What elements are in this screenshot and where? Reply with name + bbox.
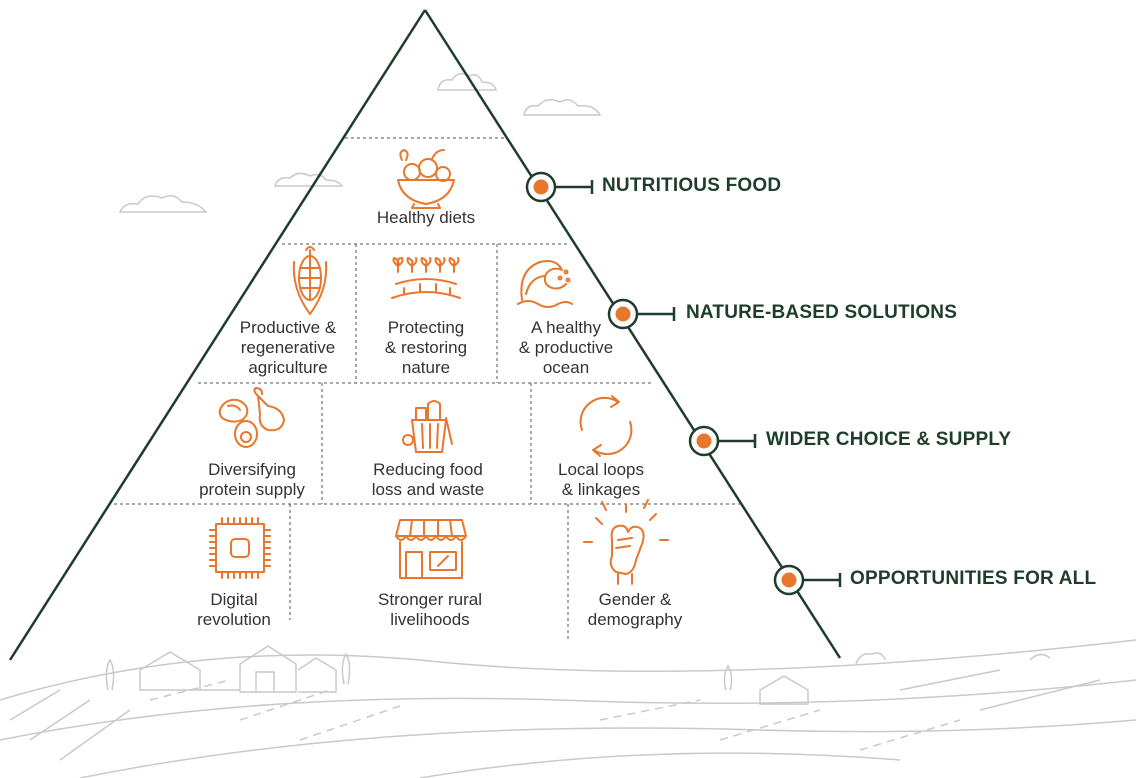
cell-label-line: loss and waste [371, 480, 485, 499]
protein-icon [218, 387, 285, 448]
cell-label-line: & productive [518, 338, 614, 357]
cell-label-line: Digital [210, 590, 258, 609]
storefront-icon [395, 519, 467, 579]
chip-icon [209, 517, 271, 579]
pyramid-grid [114, 137, 744, 640]
cell-label-line: Stronger rural [378, 590, 482, 609]
tier-marker-4 [773, 564, 842, 596]
loop-arrows-icon [579, 395, 633, 457]
tier-label-nature-based-solutions: NATURE-BASED SOLUTIONS [686, 302, 958, 323]
tier-label-opportunities-for-all: OPPORTUNITIES FOR ALL [850, 568, 1097, 589]
tier-label-nutritious-food: NUTRITIOUS FOOD [602, 175, 782, 196]
tier-marker-1 [525, 171, 594, 203]
cell-label-line: regenerative [240, 338, 336, 357]
cell-local-loops: Local loops & linkages [536, 460, 666, 500]
fruit-bowl-icon [397, 149, 455, 209]
cell-label-line: & linkages [561, 480, 641, 499]
cell-label-line: Diversifying [208, 460, 296, 479]
sprouts-icon [391, 257, 461, 299]
wave-icon [517, 260, 573, 308]
corn-icon [292, 246, 328, 315]
cell-label-line: livelihoods [390, 610, 470, 629]
cell-healthy-diets: Healthy diets [346, 208, 506, 228]
cell-label-line: & restoring [384, 338, 468, 357]
cell-label-line: Healthy diets [376, 208, 476, 227]
cell-gender-demography: Gender & demography [570, 590, 700, 630]
cell-label-line: ocean [542, 358, 590, 377]
cell-label-line: Productive & [239, 318, 337, 337]
cell-protecting-nature: Protecting & restoring nature [358, 318, 494, 378]
cell-label-line: revolution [197, 610, 271, 629]
landscape-sketch [0, 639, 1136, 778]
tier-label-wider-choice-supply: WIDER CHOICE & SUPPLY [766, 429, 1012, 450]
tier-marker-3 [688, 425, 757, 457]
cell-reducing-food-loss: Reducing food loss and waste [360, 460, 496, 500]
clouds [118, 73, 602, 213]
pyramid [8, 9, 842, 661]
cell-stronger-livelihoods: Stronger rural livelihoods [360, 590, 500, 630]
cell-label-line: A healthy [531, 318, 601, 337]
raised-fist-icon [583, 499, 669, 585]
cell-productive-agriculture: Productive & regenerative agriculture [220, 318, 356, 378]
cell-label-line: Local loops [557, 460, 644, 479]
cell-label-line: agriculture [248, 358, 328, 377]
cell-diversifying-protein: Diversifying protein supply [184, 460, 320, 500]
cell-label-line: Protecting [387, 318, 465, 337]
cell-label-line: Reducing food [373, 460, 483, 479]
cell-label-line: Gender & [598, 590, 672, 609]
tier-marker-2 [607, 298, 676, 330]
cell-digital-revolution: Digital revolution [176, 590, 292, 630]
cell-label-line: nature [401, 358, 451, 377]
cell-label-line: protein supply [199, 480, 305, 499]
food-basket-icon [402, 400, 453, 453]
cell-healthy-ocean: A healthy & productive ocean [496, 318, 636, 378]
cell-label-line: demography [587, 610, 683, 629]
